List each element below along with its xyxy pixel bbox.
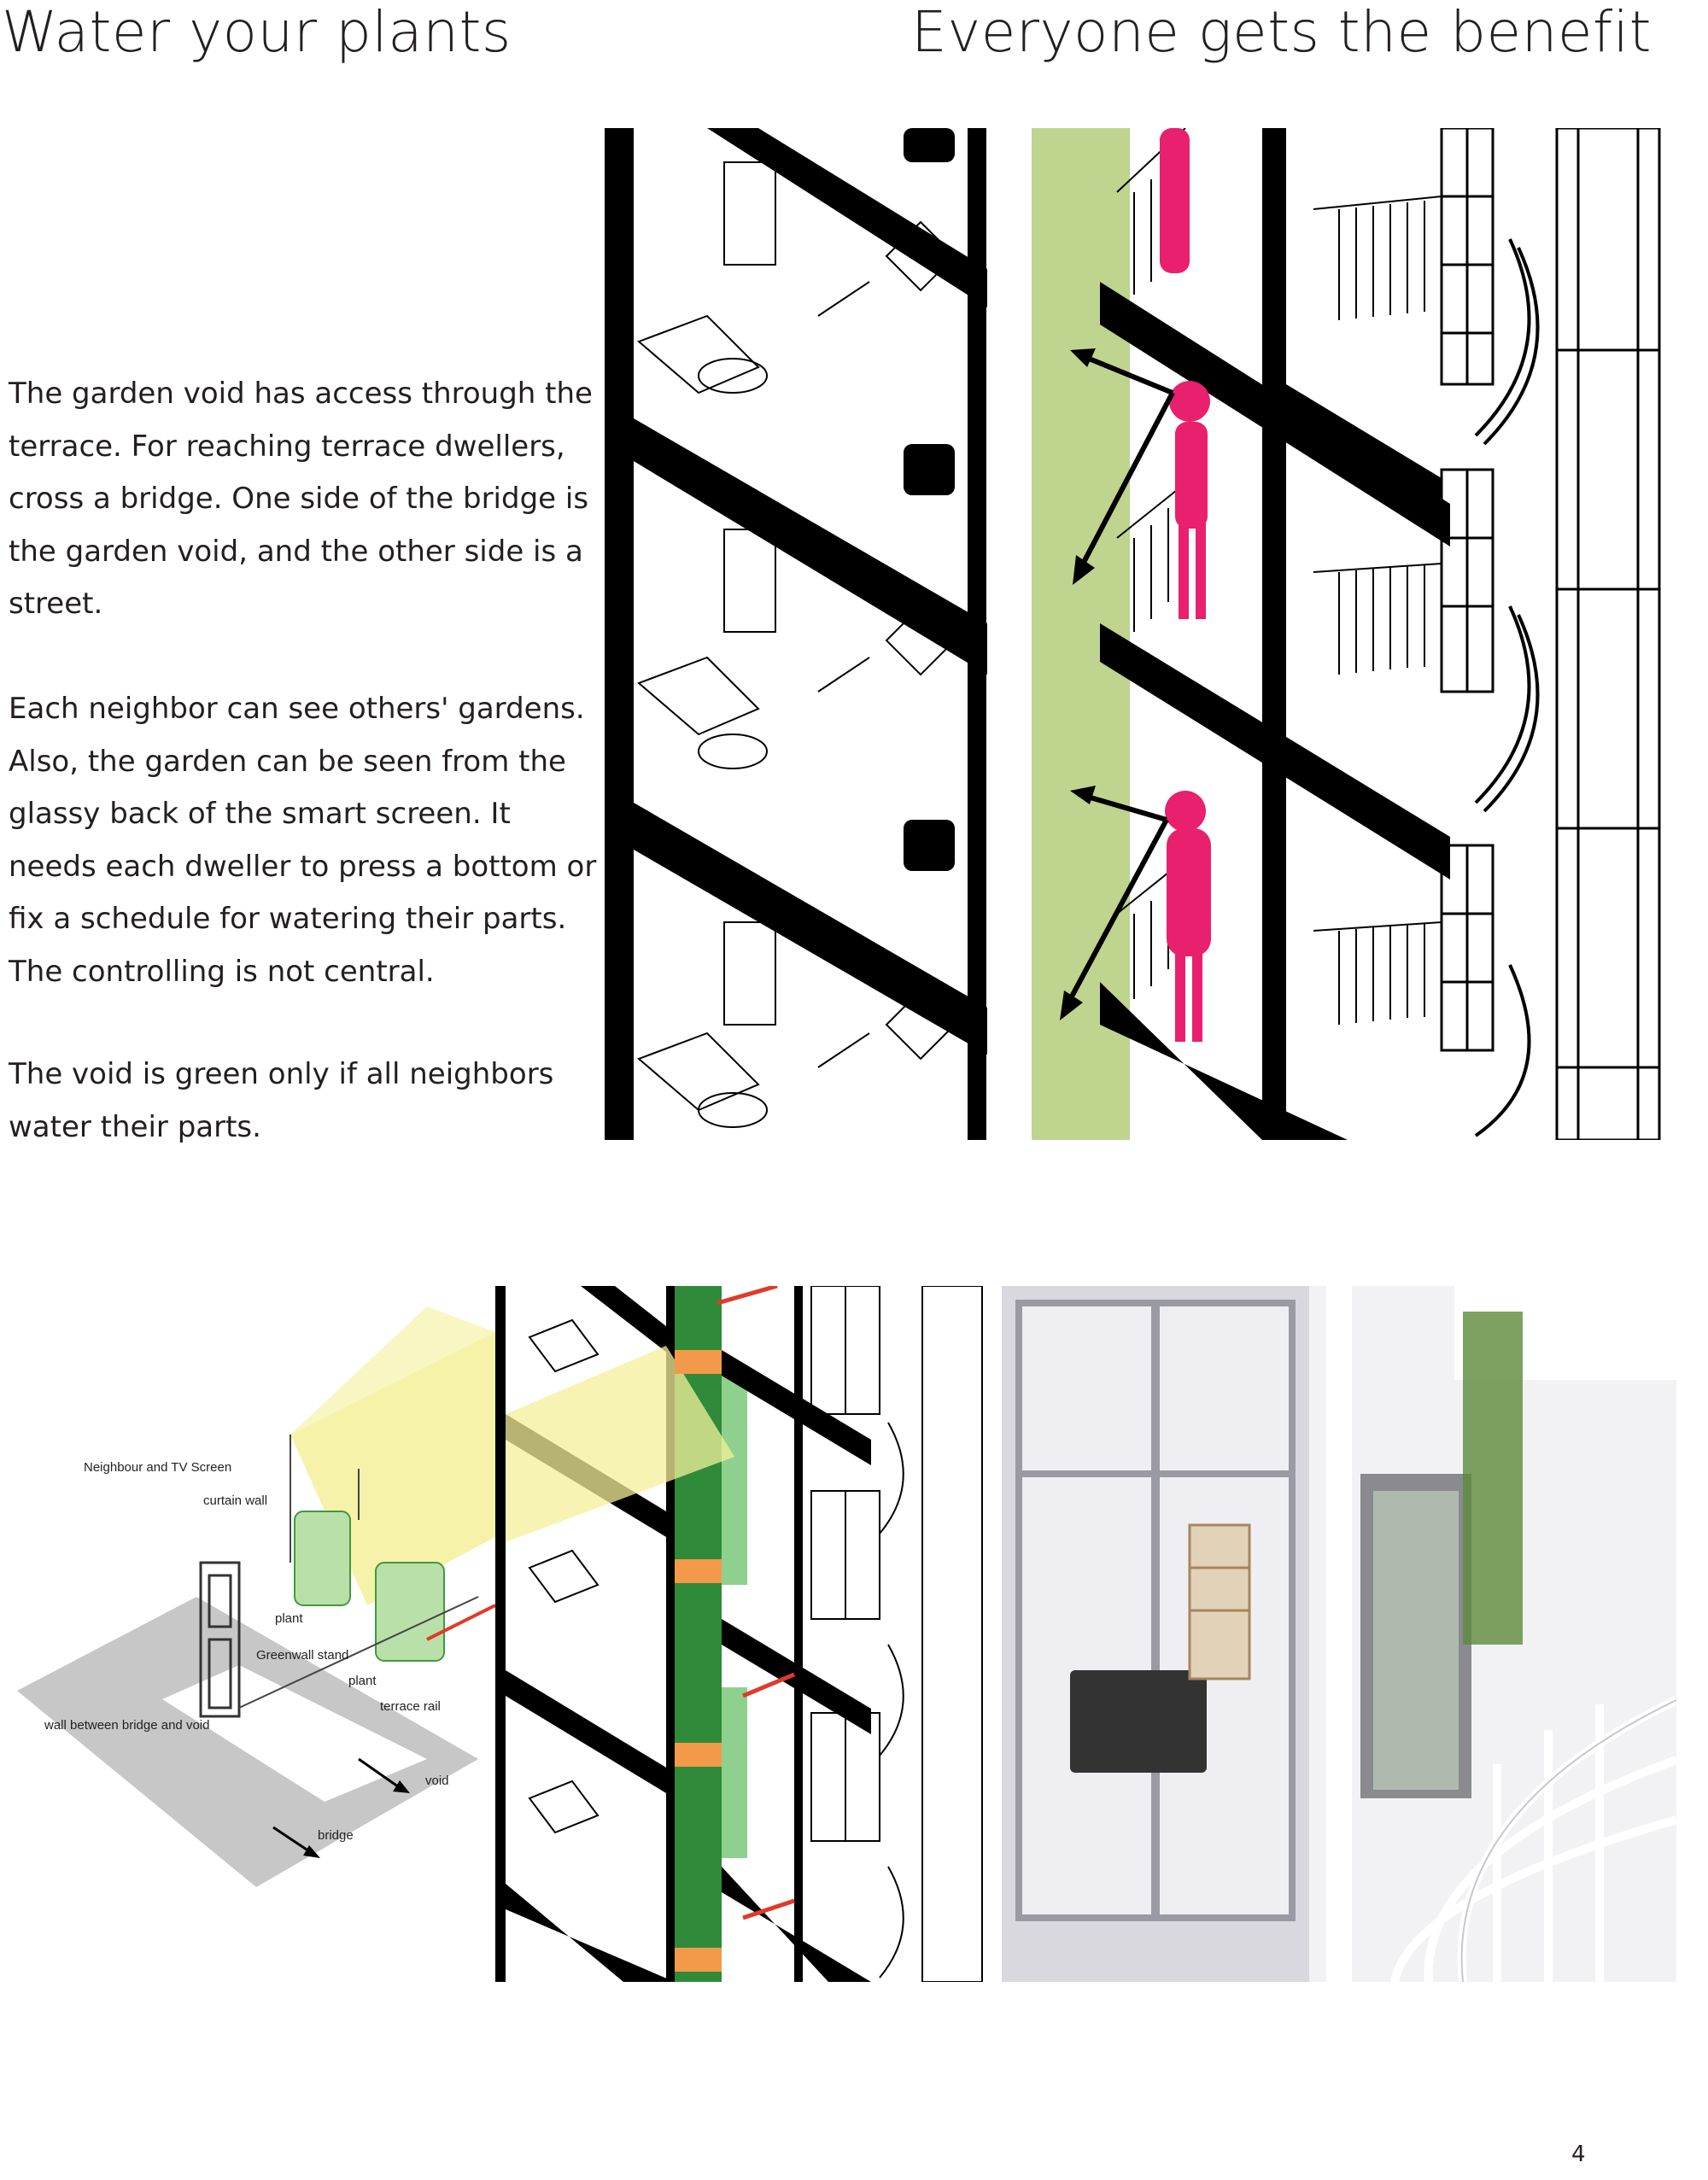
section-drawing-color-svg <box>495 1286 991 1982</box>
render-perspective-svg <box>1002 1286 1676 1982</box>
section-drawing-svg <box>605 128 1676 1140</box>
pink-figures <box>1160 128 1211 1042</box>
label-bridge: bridge <box>318 1828 354 1843</box>
label-neighbour-screen: Neighbour and TV Screen <box>84 1460 231 1475</box>
label-plant-2: plant <box>348 1674 377 1688</box>
label-greenwall-stand: Greenwall stand <box>256 1648 348 1663</box>
label-plant-1: plant <box>275 1611 303 1626</box>
label-void: void <box>425 1774 449 1788</box>
label-wall-between: wall between bridge and void <box>44 1718 209 1733</box>
label-terrace-rail: terrace rail <box>380 1699 441 1714</box>
page-title-right: Everyone gets the benefit <box>911 0 1652 65</box>
axonometric-diagram: Neighbour and TV Screen curtain wall pla… <box>0 1281 495 1913</box>
axonometric-diagram-svg: Neighbour and TV Screen curtain wall pla… <box>17 1306 495 1887</box>
label-curtain-wall: curtain wall <box>203 1493 267 1508</box>
section-drawing-main <box>605 128 1676 1140</box>
section-drawing-color <box>495 1286 991 1982</box>
green-wall-render <box>1463 1312 1523 1645</box>
page-number: 4 <box>1571 2142 1586 2167</box>
page-title-left: Water your plants <box>2 0 512 65</box>
paragraph-neighbors: Each neighbor can see others' gardens. A… <box>9 692 597 989</box>
render-perspective <box>1002 1286 1676 1982</box>
paragraph-access: The garden void has access through the t… <box>9 377 593 621</box>
paragraph-green-void: The void is green only if all neighbors … <box>9 1057 554 1144</box>
